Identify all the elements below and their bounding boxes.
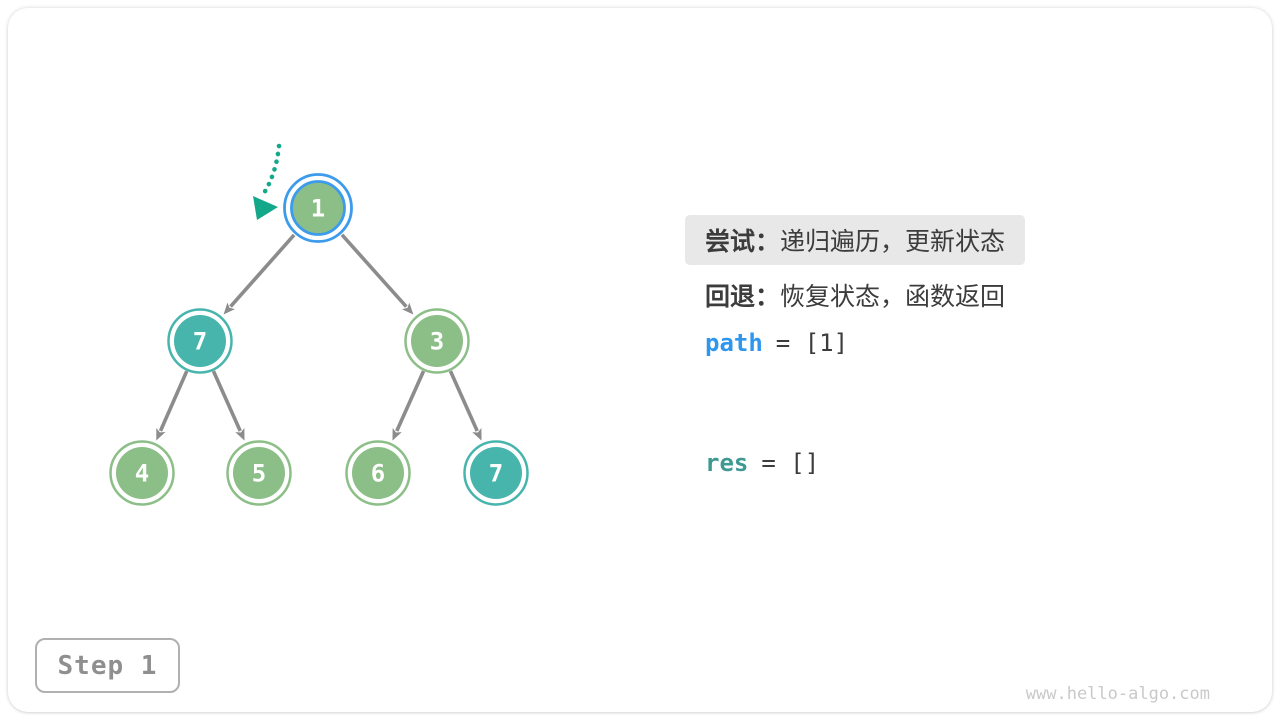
node-circle: [290, 180, 346, 236]
node-circle: [233, 447, 285, 499]
path-variable-name: path: [705, 329, 763, 357]
step-badge: Step 1: [35, 638, 180, 693]
node-value-label: 6: [371, 460, 385, 488]
node-value-label: 4: [135, 460, 149, 488]
tree-node: 7: [463, 440, 529, 506]
try-annotation: 尝试：递归遍历，更新状态: [685, 215, 1026, 265]
res-variable-line: res = []: [705, 449, 819, 477]
backtrack-text: 恢复状态，函数返回: [780, 283, 1006, 311]
tree-node: 6: [345, 440, 411, 506]
path-variable-line: path = [1]: [705, 329, 848, 357]
node-value-label: 5: [252, 460, 266, 488]
tree-edge: [223, 233, 296, 315]
tree-edge: [340, 233, 414, 315]
tree-edge: [156, 370, 189, 441]
node-value-label: 1: [311, 195, 325, 223]
node-circle: [352, 447, 404, 499]
tree-node: 3: [404, 308, 470, 374]
try-label: 尝试：: [705, 228, 781, 256]
node-value-label: 3: [430, 328, 444, 356]
res-variable-value: = []: [761, 449, 820, 477]
node-circle: [174, 315, 226, 367]
tree-node: 7: [167, 308, 233, 374]
node-value-label: 7: [193, 328, 207, 356]
pointer-arrowhead-icon: [253, 196, 278, 220]
try-text: 递归遍历，更新状态: [780, 228, 1006, 256]
node-circle: [116, 447, 168, 499]
tree-node: 5: [226, 440, 292, 506]
path-variable-value: = [1]: [775, 329, 849, 357]
current-pointer-arrow: [253, 143, 282, 220]
node-circle: [411, 315, 463, 367]
tree-edge: [392, 370, 426, 441]
tree-edge: [211, 370, 245, 441]
watermark-text: www.hello-algo.com: [1025, 684, 1210, 704]
backtrack-annotation: 回退：恢复状态，函数返回: [705, 277, 1005, 313]
tree-edge: [448, 370, 482, 441]
node-value-label: 7: [489, 460, 503, 488]
res-variable-name: res: [705, 449, 749, 477]
node-circle: [470, 447, 522, 499]
tree-node: 4: [109, 440, 175, 506]
tree-node: 1: [283, 173, 353, 243]
pointer-dots: [261, 143, 282, 196]
backtrack-label: 回退：: [705, 283, 781, 311]
